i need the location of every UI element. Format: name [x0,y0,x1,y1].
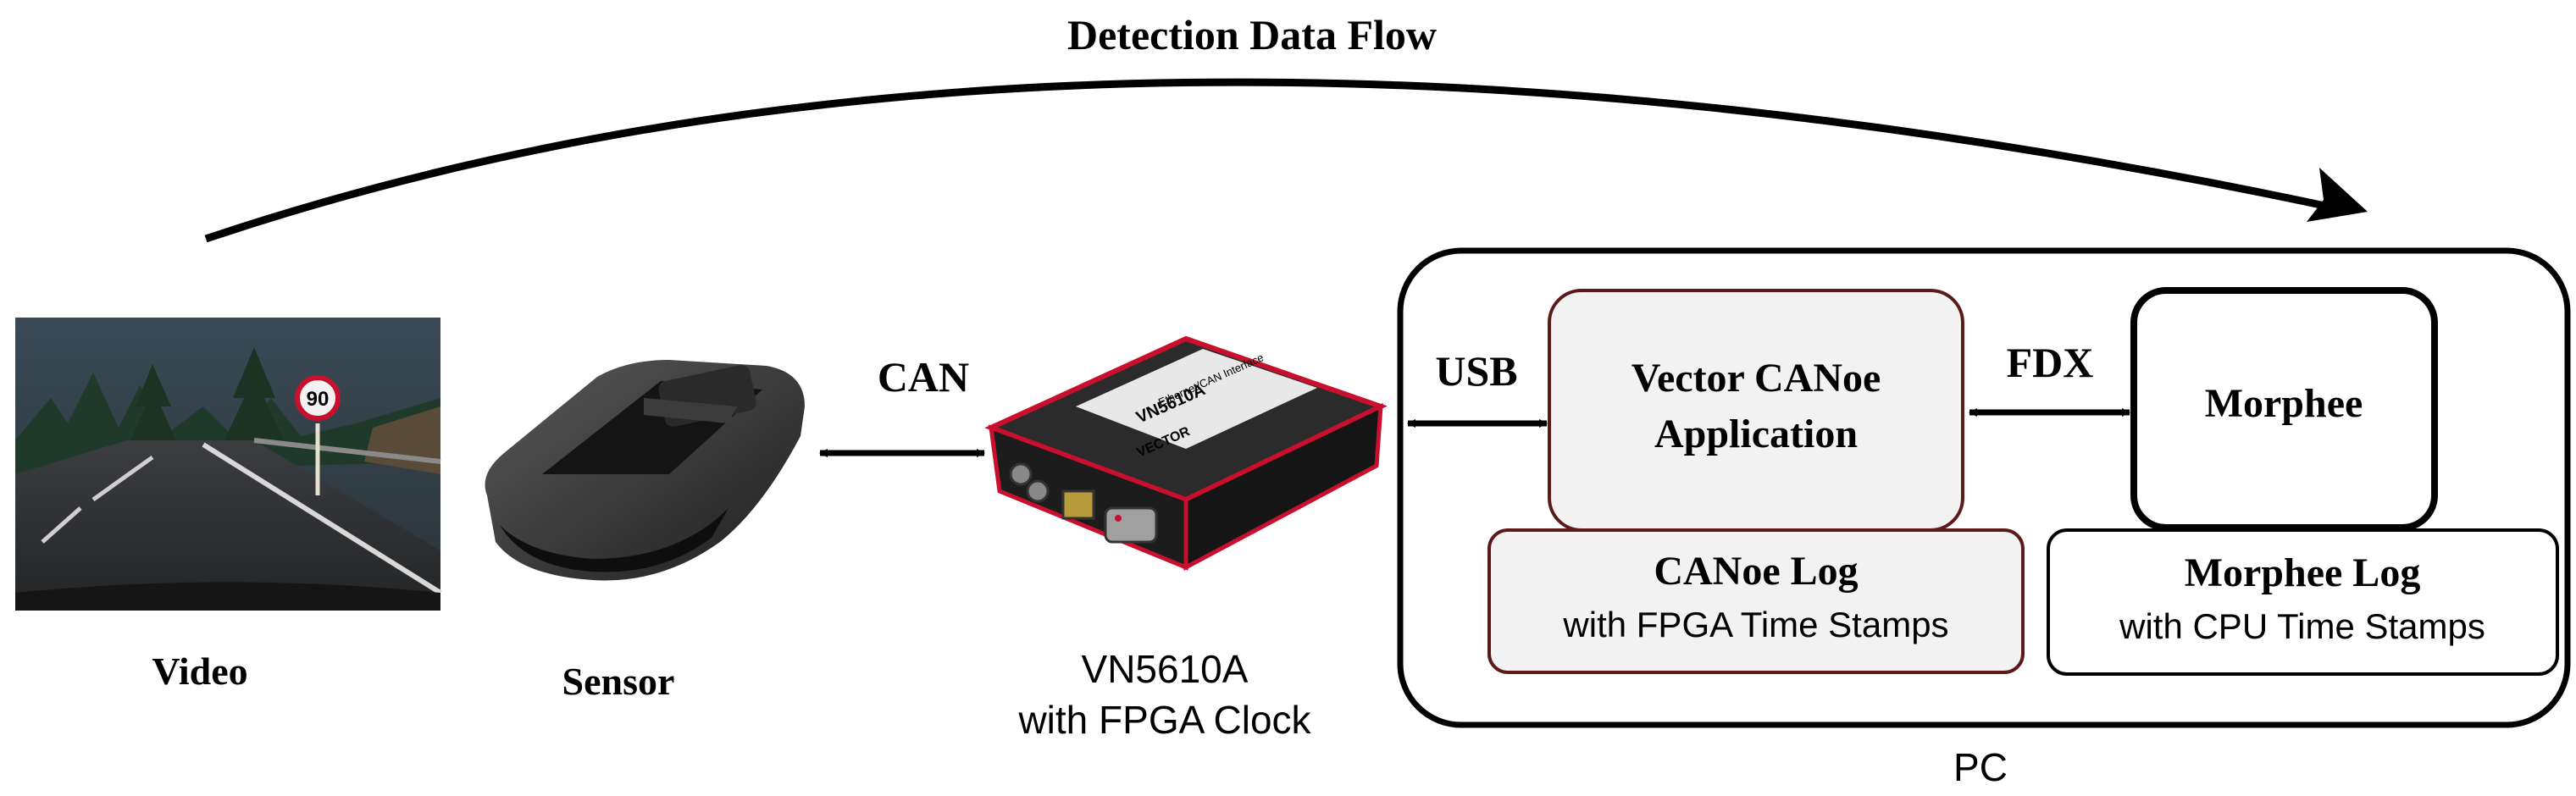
video-label: Video [152,650,247,693]
canoe-log-subtitle: with FPGA Time Stamps [1562,605,1948,644]
pc-label: PC [1953,745,2008,789]
sensor-label: Sensor [562,660,675,703]
pc-container [1397,247,2571,728]
canoe-application-title-line1: Vector CANoe [1631,356,1881,401]
canoe-application-title-line2: Application [1654,412,1858,456]
video-thumbnail: 90 [15,318,442,611]
morphee-title: Morphee [2205,381,2363,426]
morphee-log-box [2047,528,2559,676]
fdx-label: FDX [2007,339,2094,386]
morphee-box [2130,287,2438,531]
morphee-log-subtitle: with CPU Time Stamps [2119,606,2485,646]
sensor-device [485,360,805,581]
canoe-log-title: CANoe Log [1654,549,1858,594]
data-flow-arrow [204,78,2346,243]
morphee-log-title: Morphee Log [2185,550,2421,595]
vn5610a-device: VN5610A Ethernet/CAN Interface VECTOR [984,335,1388,572]
canoe-application-box [1548,289,1964,532]
usb-label: USB [1435,347,1517,395]
data-flow-arrowhead [2307,168,2368,222]
vn5610a-label-line2: with FPGA Clock [1017,698,1311,742]
speed-sign-value: 90 [307,388,330,411]
vn5610a-label-line1: VN5610A [1082,647,1249,691]
can-label: CAN [878,353,969,401]
diagram-title: Detection Data Flow [1067,11,1437,58]
speed-sign-icon [295,375,341,421]
tree-icon [224,347,284,474]
